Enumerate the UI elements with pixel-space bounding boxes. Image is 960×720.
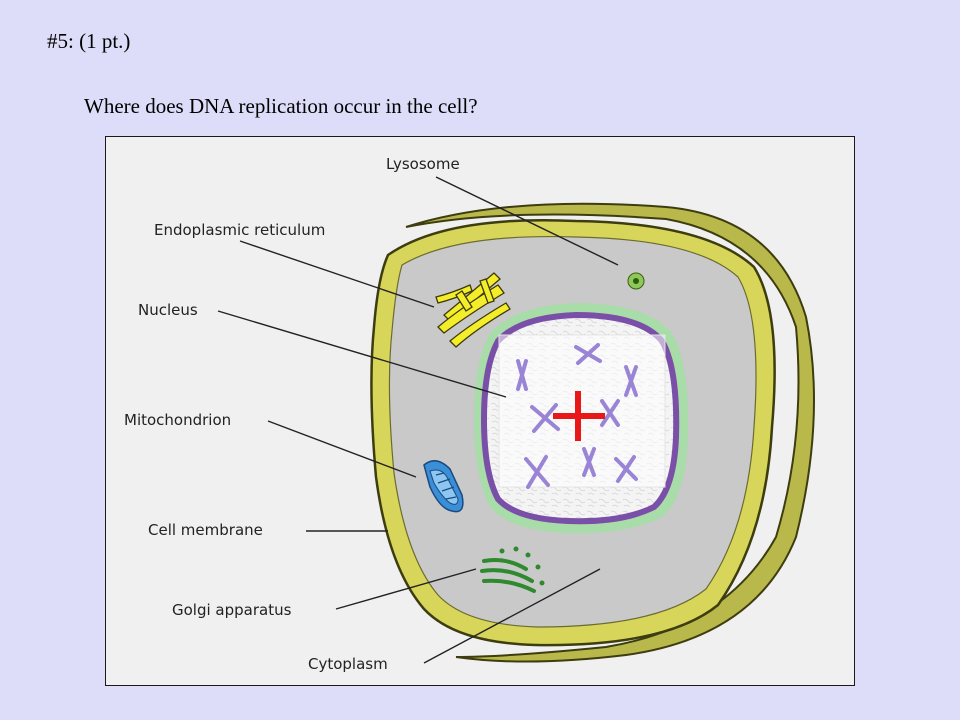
chromosome [614,455,638,483]
label-nucleus: Nucleus [138,301,198,319]
leader-mitochondrion [267,420,417,478]
label-cytoplasm: Cytoplasm [308,655,388,673]
chromosome [574,343,602,365]
red-cross-icon [553,391,605,441]
chromosome [582,447,596,477]
mitochondrion [423,460,464,513]
leader-golgi-apparatus [335,568,477,610]
golgi-apparatus [480,546,545,593]
chromosome [524,455,550,489]
leader-lines [217,176,619,664]
question-text: Where does DNA replication occur in the … [84,94,478,118]
nucleus [474,303,689,534]
cell-membrane-side [405,202,815,663]
chromosome [530,403,560,433]
label-cell-membrane: Cell membrane [148,521,263,539]
chromosomes [516,343,638,489]
chromosome [516,359,528,391]
lysosome [627,272,645,290]
endoplasmic-reticulum [435,272,511,348]
leader-endoplasmic-reticulum [239,240,435,308]
chromosome [624,365,638,397]
label-endoplasmic-reticulum: Endoplasmic reticulum [154,221,325,239]
cell-illustration: Lysosome Endoplasmic reticulum Nucleus M… [124,155,815,673]
leader-lysosome [435,176,619,266]
leader-cytoplasm [423,568,601,664]
label-golgi-apparatus: Golgi apparatus [172,601,292,619]
slide-number: #5: (1 pt.) [47,29,131,53]
label-lysosome: Lysosome [386,155,460,173]
chromosome [600,399,620,427]
leader-nucleus [217,310,507,398]
cell-diagram: Lysosome Endoplasmic reticulum Nucleus M… [105,136,855,686]
label-mitochondrion: Mitochondrion [124,411,231,429]
